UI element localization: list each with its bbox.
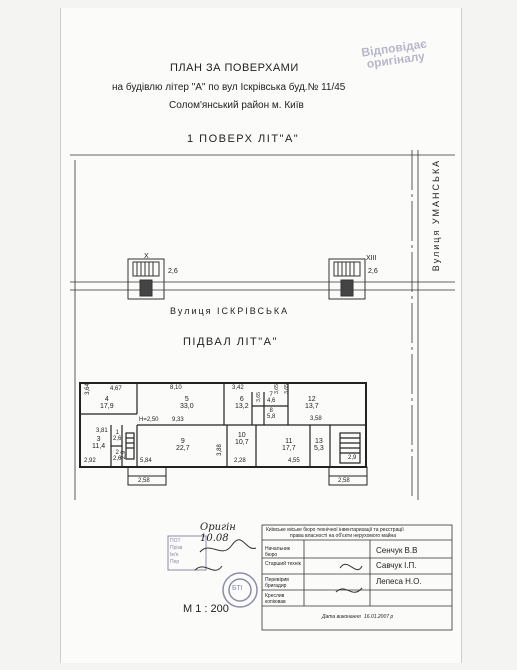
name-tech: Савчук І.П. — [376, 561, 417, 570]
dim: 4,55 — [288, 458, 300, 464]
doc-title: ПЛАН ЗА ПОВЕРХАМИ — [170, 62, 299, 74]
role-checker: Перевірив бригадир — [265, 577, 289, 589]
role-chief: Начальник бюро — [265, 546, 290, 558]
stair-right-floor1 — [328, 258, 366, 300]
floor1-heading: 1 ПОВЕРХ ЛІТ"А" — [187, 133, 300, 145]
dim: 2,9 — [121, 450, 128, 460]
dim: 3,58 — [310, 416, 322, 422]
titleblock-header-1: Київське міське бюро технічної інвентари… — [266, 527, 404, 533]
dim: 2,28 — [234, 458, 246, 464]
registration-stamp — [167, 535, 207, 571]
dim: 3,65 — [283, 384, 290, 394]
titleblock-header-2: права власності на об'єкти нерухомого ма… — [290, 533, 397, 539]
street-umanska: Вулиця УМАНСЬКА — [431, 158, 442, 272]
dim: 4,67 — [110, 386, 122, 392]
name-chief: Сенчук В.В — [376, 546, 418, 555]
dim: 9,33 — [172, 417, 184, 423]
document-sheet — [60, 8, 462, 663]
titleblock-date-label: Дата виконання — [322, 614, 361, 620]
dim: 3,42 — [232, 385, 244, 391]
dim: 2,9 — [348, 455, 357, 461]
dim: 2,58 — [138, 478, 150, 484]
signature-note: Оригін 10.08 — [200, 522, 236, 544]
basement-entrances — [127, 466, 368, 486]
stair-left-area: 2,6 — [168, 268, 178, 275]
dim: 3,64 — [84, 383, 91, 395]
dim: 2,92 — [84, 458, 96, 464]
dim: 2,58 — [338, 478, 350, 484]
stair-right-num: XIII — [366, 255, 377, 262]
stamp-left-text: ПОТ Прізв Ім'я Пер — [170, 538, 183, 565]
title-block — [261, 524, 453, 631]
doc-district: Солом'янський район м. Київ — [169, 100, 304, 111]
dim-height: H=2,50 — [139, 417, 159, 423]
titleblock-date: 16.01.2007 р — [364, 614, 394, 620]
street-iskrivska: Вулиця ІСКРІВСЬКА — [170, 306, 290, 316]
stair-left-num: X — [144, 253, 149, 260]
round-seal — [222, 572, 258, 608]
basement-heading: ПІДВАЛ ЛІТ"А" — [183, 336, 278, 348]
scale-label: М 1 : 200 — [183, 603, 229, 615]
role-tech: Старший технік — [265, 561, 301, 567]
dim: 3,65 — [255, 392, 262, 402]
stair-left-floor1 — [127, 258, 165, 300]
handwritten-signature — [194, 539, 363, 593]
role-drafter: Креслив копіював — [265, 593, 286, 605]
name-checker: Лепеса Н.О. — [376, 577, 422, 586]
dim: 5,84 — [140, 458, 152, 464]
dim: 3,88 — [216, 444, 223, 456]
round-seal-text: БТІ — [232, 585, 243, 592]
doc-subtitle: на будівлю літер "А" по вул Іскрівська б… — [112, 82, 346, 93]
dim: 8,10 — [170, 385, 182, 391]
dim: 3,81 — [96, 428, 108, 434]
dim: 3,65 — [273, 384, 280, 394]
stair-right-area: 2,6 — [368, 268, 378, 275]
